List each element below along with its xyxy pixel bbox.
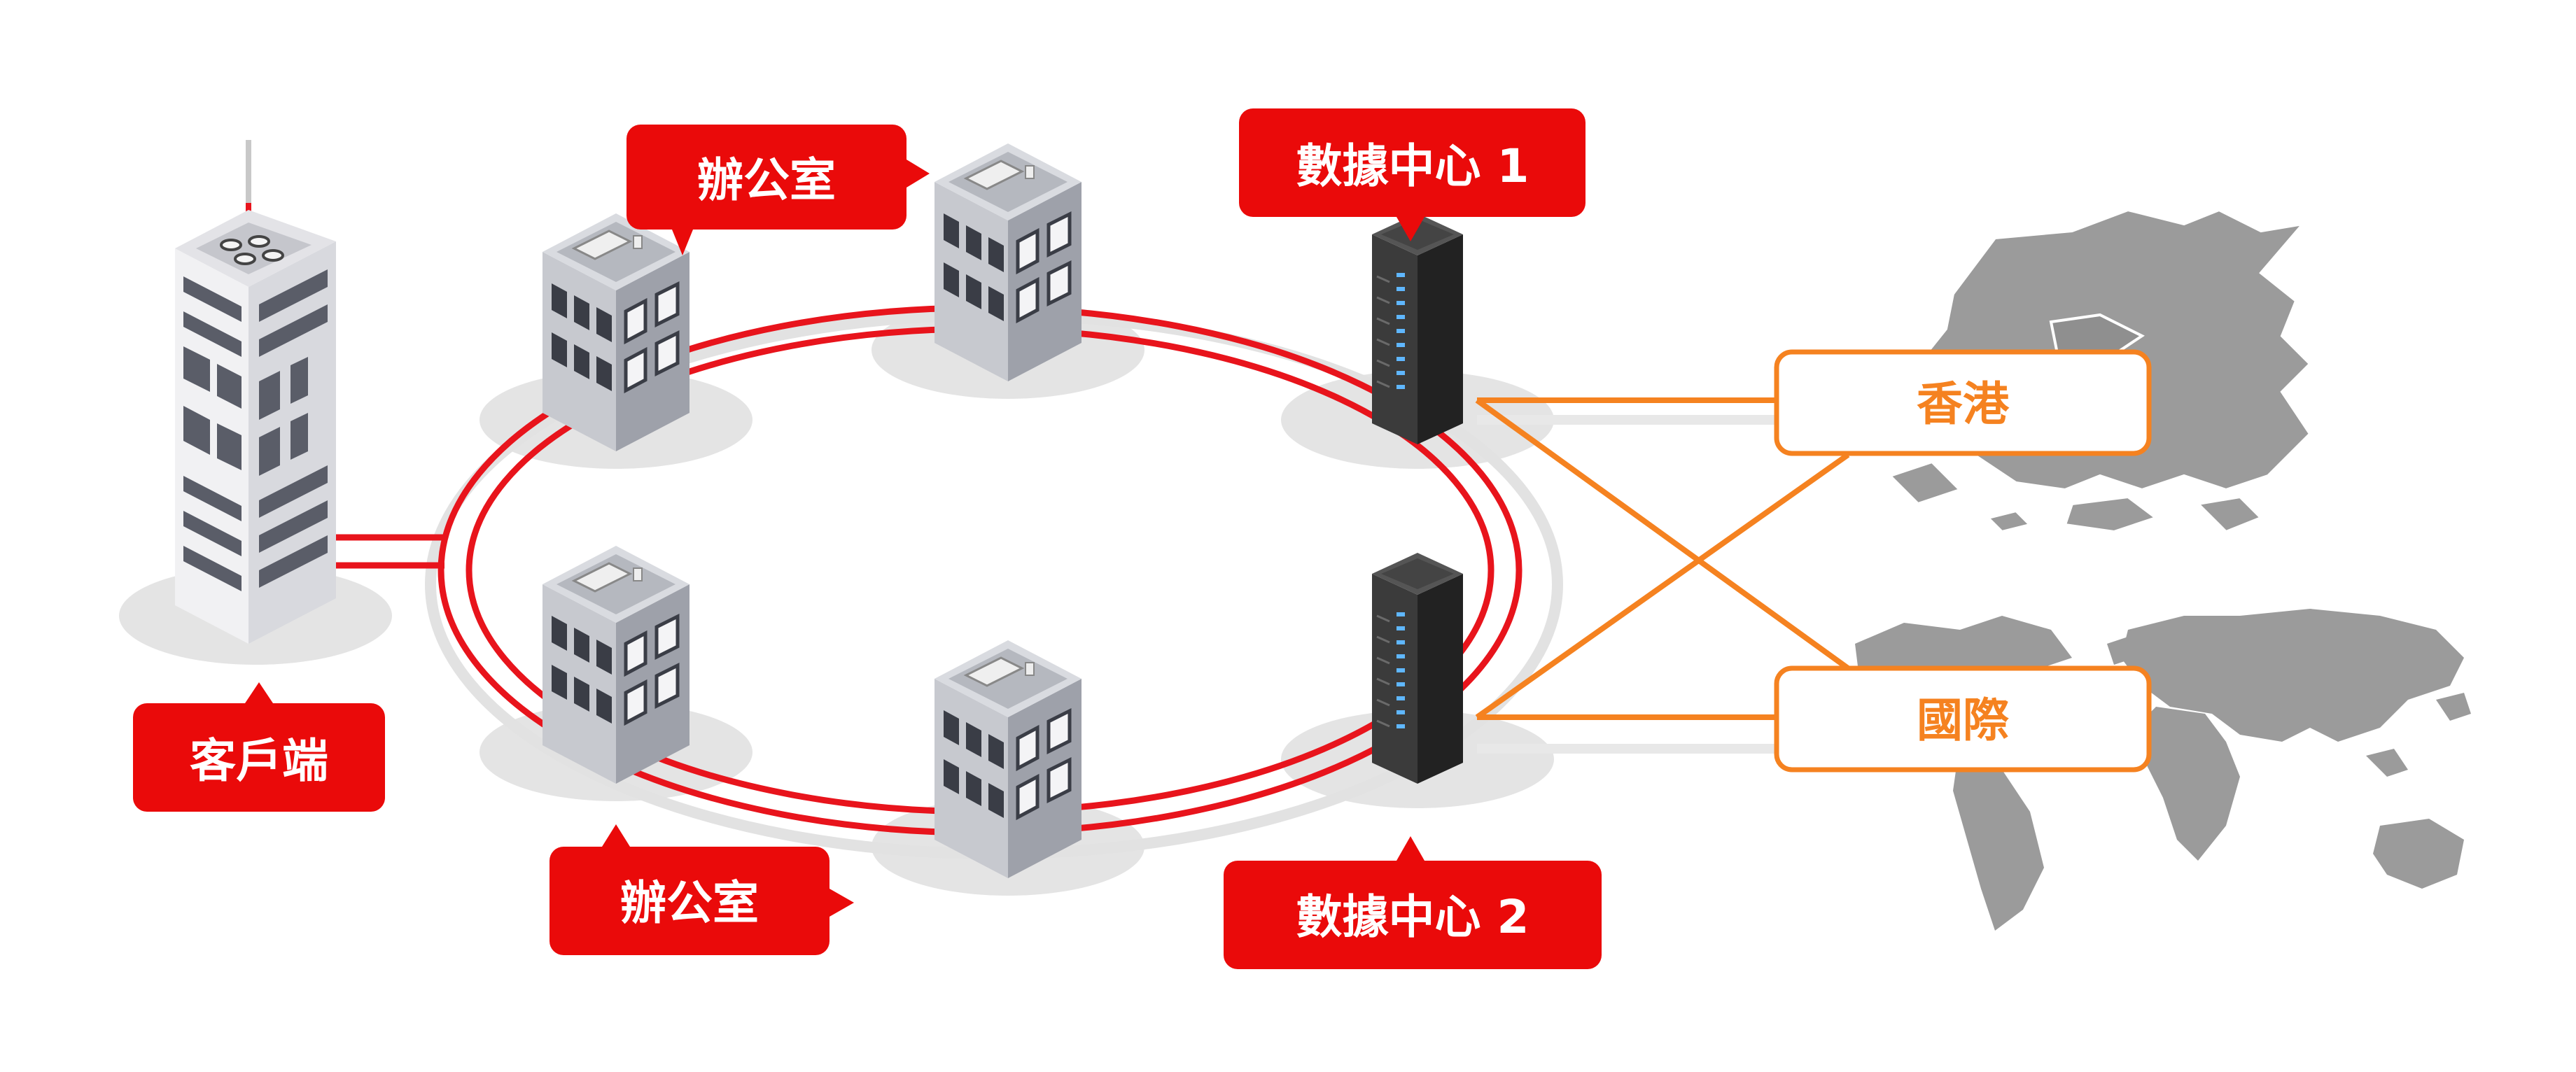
callouts <box>133 108 1602 969</box>
client-link <box>329 534 444 569</box>
office-top-label: 辦公室 <box>697 153 836 207</box>
office-building-icon <box>542 546 690 784</box>
office-building-icon <box>934 640 1082 878</box>
orange-links-shadow <box>1477 415 1778 754</box>
client-tower-icon <box>175 140 336 644</box>
server-rack-icon <box>1371 212 1464 446</box>
datacenter-1-label: 數據中心 1 <box>1296 139 1530 193</box>
orange-links <box>1475 397 1850 720</box>
hongkong-label: 香港 <box>1917 377 2010 431</box>
client-label: 客戶端 <box>190 734 328 788</box>
region-boxes <box>1774 349 2152 773</box>
server-rack-icon <box>1371 551 1464 785</box>
office-building-icon <box>542 213 690 451</box>
international-label: 國際 <box>1917 693 2009 747</box>
office-building-icon <box>934 143 1082 381</box>
datacenter-2-label: 數據中心 2 <box>1296 890 1530 944</box>
office-bottom-label: 辦公室 <box>620 876 759 930</box>
